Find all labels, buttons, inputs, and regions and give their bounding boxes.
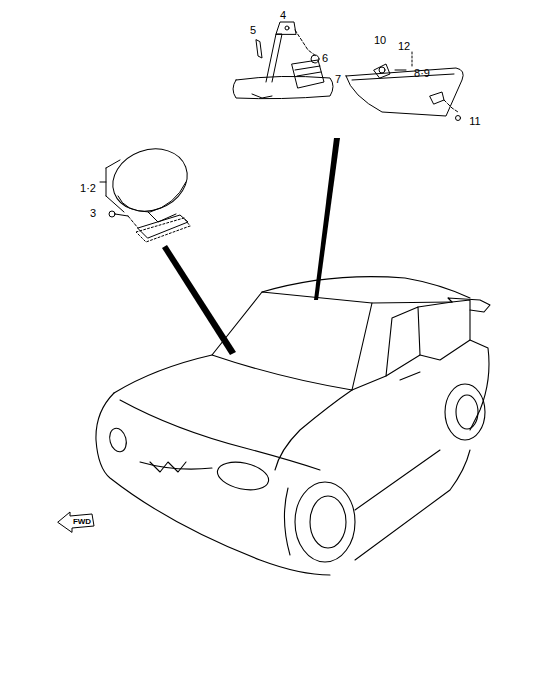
callout-number: 5 xyxy=(250,24,256,36)
callout-number: 4 xyxy=(280,9,286,21)
callout-number: 7 xyxy=(335,73,341,85)
outside-mirror xyxy=(100,139,196,242)
fwd-arrow xyxy=(58,512,94,532)
callout-number: 1·2 xyxy=(80,182,96,194)
callout-number: 6 xyxy=(322,52,328,64)
callout-number: 12 xyxy=(398,40,410,52)
sun-visor xyxy=(346,52,463,121)
callout-number: 3 xyxy=(90,207,96,219)
callout-number: 11 xyxy=(469,115,480,127)
callout-number: 10 xyxy=(374,34,386,46)
direction-label: FWD xyxy=(73,517,91,526)
callout-number: 8·9 xyxy=(414,67,430,79)
leader-wedge xyxy=(314,138,340,300)
inside-mirror xyxy=(233,22,333,99)
car-outline xyxy=(96,277,490,575)
